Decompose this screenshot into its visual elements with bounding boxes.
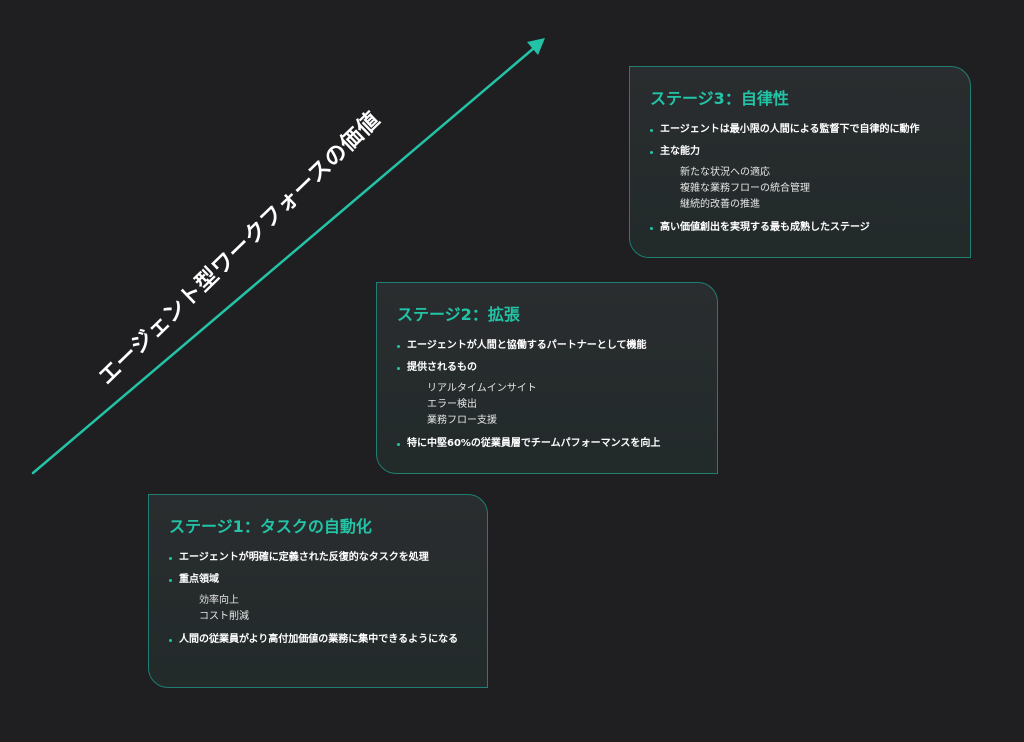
stage-3-item-2: 主な能力: [650, 145, 950, 159]
stage-3-title: ステージ3：自律性: [650, 89, 789, 108]
stage-3-card: ステージ3：自律性 エージェントは最小限の人間による監督下で自律的に動作 主な能…: [629, 66, 971, 258]
growth-arrow-head: [527, 38, 545, 55]
stage-2-subitem-3: 業務フロー支援: [427, 415, 497, 426]
stage-3-subitem-1: 新たな状況への適応: [680, 167, 770, 178]
stage-2-sublist: リアルタイムインサイト エラー検出 業務フロー支援: [427, 381, 697, 429]
stage-2-card: ステージ2：拡張 エージェントが人間と協働するパートナーとして機能 提供されるも…: [376, 282, 718, 474]
stage-3-sublist: 新たな状況への適応 複雑な業務フローの統合管理 継続的改善の推進: [680, 165, 950, 213]
stage-1-title: ステージ1：タスクの自動化: [169, 517, 372, 536]
stage-3-item-3: 高い価値創出を実現する最も成熟したステージ: [650, 221, 950, 235]
stage-2-title: ステージ2：拡張: [397, 305, 520, 324]
stage-3-subitem-3: 継続的改善の推進: [680, 199, 760, 210]
stage-3-item-1: エージェントは最小限の人間による監督下で自律的に動作: [650, 123, 950, 137]
stage-2-subitem-1: リアルタイムインサイト: [427, 383, 537, 394]
stage-1-subitem-2: コスト削減: [199, 611, 249, 622]
stage-1-subitem-1: 効率向上: [199, 595, 239, 606]
stage-1-item-1: エージェントが明確に定義された反復的なタスクを処理: [169, 551, 467, 565]
stage-1-item-2: 重点領域: [169, 573, 467, 587]
stage-2-subitem-2: エラー検出: [427, 399, 477, 410]
stage-3-subitem-2: 複雑な業務フローの統合管理: [680, 183, 810, 194]
stage-2-item-3: 特に中堅60%の従業員層でチームパフォーマンスを向上: [397, 437, 697, 451]
stage-2-item-1: エージェントが人間と協働するパートナーとして機能: [397, 339, 697, 353]
stage-2-item-2: 提供されるもの: [397, 361, 697, 375]
stage-1-item-3: 人間の従業員がより高付加価値の業務に集中できるようになる: [169, 633, 467, 647]
growth-arrow-line: [31, 46, 536, 475]
stage-1-card: ステージ1：タスクの自動化 エージェントが明確に定義された反復的なタスクを処理 …: [148, 494, 488, 688]
stage-1-sublist: 効率向上 コスト削減: [199, 593, 467, 625]
